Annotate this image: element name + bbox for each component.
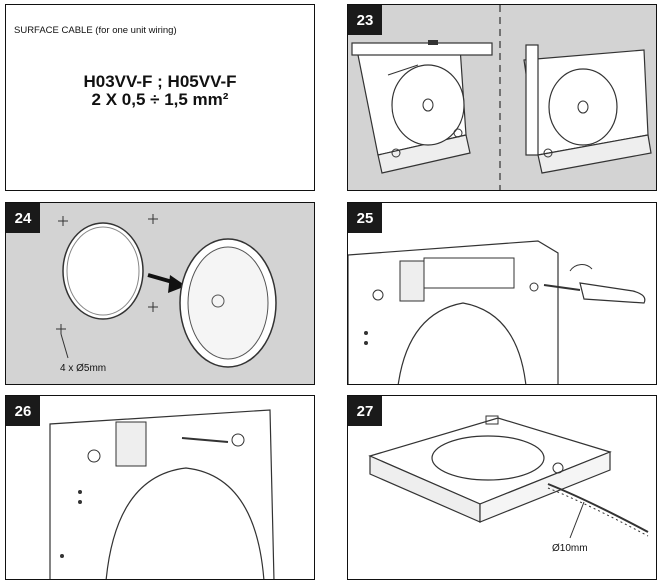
step-23-panel: 23 bbox=[347, 4, 657, 191]
cable-title: SURFACE CABLE (for one unit wiring) bbox=[14, 25, 177, 36]
cable-spec-panel: SURFACE CABLE (for one unit wiring) H03V… bbox=[5, 4, 315, 191]
step-26-illustration bbox=[49, 409, 275, 579]
step-number: 24 bbox=[6, 203, 40, 233]
hole-size-label: 4 x Ø5mm bbox=[60, 363, 107, 374]
cable-spec-line1: H03VV-F ; H05VV-F bbox=[83, 72, 237, 91]
step-24-panel: 4 x Ø5mm 24 bbox=[5, 202, 315, 385]
step-24-illustration bbox=[56, 214, 277, 368]
step-27-panel: Ø10mm 27 bbox=[347, 395, 657, 580]
step-26-panel: 26 bbox=[5, 395, 315, 580]
step-number: 23 bbox=[348, 5, 382, 35]
cable-diameter-label: Ø10mm bbox=[552, 543, 588, 554]
step-number: 25 bbox=[348, 203, 382, 233]
step-25-panel: 25 bbox=[347, 202, 657, 385]
step-number: 27 bbox=[348, 396, 382, 426]
step-number: 26 bbox=[6, 396, 40, 426]
cable-spec-line2: 2 X 0,5 ÷ 1,5 mm² bbox=[91, 90, 229, 109]
step-23-illustration bbox=[351, 5, 652, 190]
step-25-illustration bbox=[348, 240, 646, 384]
step-27-illustration bbox=[368, 415, 649, 539]
